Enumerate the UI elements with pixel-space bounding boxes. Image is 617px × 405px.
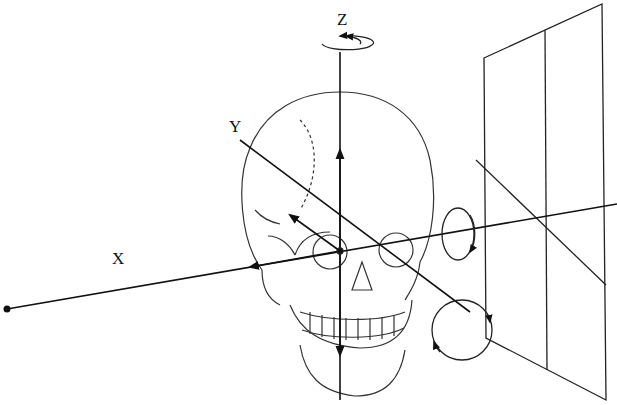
x-axis: [7, 204, 617, 309]
z-rotation-arrow: [322, 36, 374, 50]
y-rotation-circle: [432, 300, 492, 360]
x-axis-origin-dot: [4, 306, 11, 313]
x-rotation-circle: [442, 208, 474, 260]
skull-drawing: [242, 92, 434, 396]
axis-label: Z: [337, 11, 347, 28]
plane-diagonal-line: [476, 160, 606, 285]
axis-label: Y: [229, 118, 241, 135]
z-axis: [339, 52, 341, 400]
y-axis: [240, 140, 470, 312]
plane-vertical-line: [545, 30, 547, 370]
projection-plane: [484, 4, 606, 400]
axis-label: X: [112, 250, 124, 267]
